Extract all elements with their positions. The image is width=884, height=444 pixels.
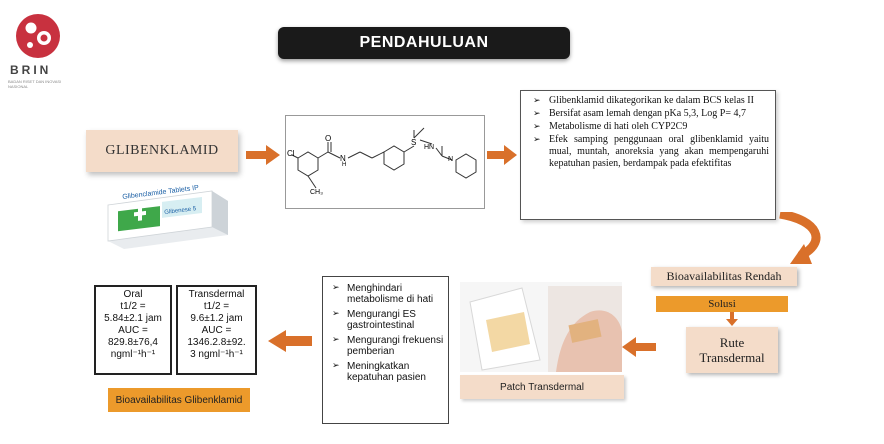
pk-transdermal-auc-unit: 3 ngml⁻¹h⁻¹ (190, 349, 243, 360)
pk-transdermal-auc-label: AUC = (201, 325, 232, 336)
arrow-left-icon (268, 330, 312, 352)
tablet-package-image (107, 190, 228, 249)
properties-list: Glibenklamid dikategorikan ke dalam BCS … (521, 95, 769, 170)
property-item: Metabolisme di hati oleh CYP2C9 (533, 121, 769, 133)
benefits-box: Menghindari metabolisme di hati Menguran… (322, 276, 449, 424)
pk-transdermal-route: Transdermal (188, 289, 245, 300)
chemical-structure: Cl O N H S HN N CH₃ (285, 115, 485, 209)
atom-hn: N (448, 156, 454, 163)
pk-oral-auc-value: 829.8±76,4 (108, 337, 158, 348)
pk-transdermal-auc-value: 1346.2.8±92. (187, 337, 246, 348)
atom-o: O (325, 134, 332, 143)
pk-oral-route: Oral (123, 289, 143, 300)
atom-cl: Cl (287, 149, 295, 158)
arrow-left-icon (454, 339, 458, 343)
pk-transdermal-thalf-label: t1/2 = (203, 301, 230, 312)
atom-s: S (411, 138, 417, 147)
pk-oral-thalf-label: t1/2 = (120, 301, 146, 312)
logo-wordmark: BRIN (10, 63, 52, 77)
curved-arrow-icon (779, 212, 821, 264)
transdermal-patch-image (460, 282, 622, 372)
pk-transdermal-thalf-value: 9.6±1.2 jam (190, 313, 243, 324)
slide-title: PENDAHULUAN (278, 27, 570, 59)
route-line-1: Rute (719, 335, 745, 350)
route-line-2: Transdermal (699, 350, 765, 365)
arrow-right-icon (246, 145, 280, 165)
pk-oral-auc-label: AUC = (118, 325, 148, 336)
property-item: Glibenklamid dikategorikan ke dalam BCS … (533, 95, 769, 107)
bioavailability-result-label: Bioavailabilitas Glibenklamid (108, 388, 250, 412)
patch-label: Patch Transdermal (460, 375, 624, 399)
benefit-item: Mengurangi frekuensi pemberian (332, 335, 444, 357)
glibenclamide-structure-drawing (291, 127, 477, 189)
pk-transdermal-box: Transdermal t1/2 = 9.6±1.2 jam AUC = 134… (176, 285, 257, 375)
solution-label: Solusi (656, 296, 788, 312)
atom-n: N (340, 154, 346, 163)
arrow-right-icon (487, 145, 517, 165)
bioavailability-low-label: Bioavailabilitas Rendah (651, 267, 797, 286)
benefits-list: Menghindari metabolisme di hati Menguran… (323, 283, 444, 383)
properties-box: Glibenklamid dikategorikan ke dalam BCS … (520, 90, 776, 220)
arrow-left-icon (622, 337, 656, 357)
pk-oral-box: Oral t1/2 = 5.84±2.1 jam AUC = 829.8±76,… (94, 285, 172, 375)
property-item: Efek samping penggunaan oral glibenklami… (533, 134, 769, 170)
arrow-down-icon (726, 312, 738, 326)
atom-h: H (342, 162, 347, 168)
pk-oral-thalf-value: 5.84±2.1 jam (104, 313, 162, 324)
drug-label: GLIBENKLAMID (86, 130, 238, 172)
atom-ch3: CH₃ (310, 189, 323, 196)
atom-nh: HN (424, 144, 435, 151)
benefit-item: Menghindari metabolisme di hati (332, 283, 444, 305)
benefit-item: Meningkatkan kepatuhan pasien (332, 361, 444, 383)
benefit-item: Mengurangi ES gastrointestinal (332, 309, 444, 331)
pk-oral-auc-unit: ngml⁻¹h⁻¹ (110, 349, 156, 360)
brin-logo-icon (16, 14, 60, 58)
logo-subtitle: BADAN RISET DAN INOVASI NASIONAL (8, 79, 62, 89)
property-item: Bersifat asam lemah dengan pKa 5,3, Log … (533, 108, 769, 120)
